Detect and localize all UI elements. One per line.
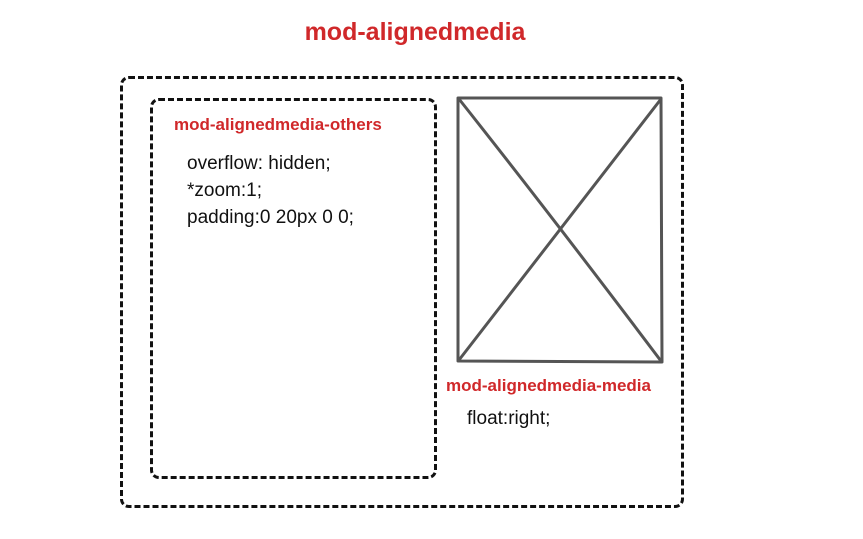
others-code-block: overflow: hidden; *zoom:1; padding:0 20p… [187, 150, 354, 231]
media-code-line: float:right; [467, 408, 551, 429]
diagram-title: mod-alignedmedia [304, 18, 526, 46]
image-placeholder-icon [456, 96, 664, 364]
aligned-media-container [120, 76, 684, 508]
others-code-line: *zoom:1; [187, 180, 262, 201]
media-label: mod-alignedmedia-media [446, 376, 651, 395]
others-code-line: padding:0 20px 0 0; [187, 207, 354, 228]
others-code-line: overflow: hidden; [187, 153, 331, 174]
others-label: mod-alignedmedia-others [174, 115, 382, 134]
others-container [150, 98, 437, 479]
